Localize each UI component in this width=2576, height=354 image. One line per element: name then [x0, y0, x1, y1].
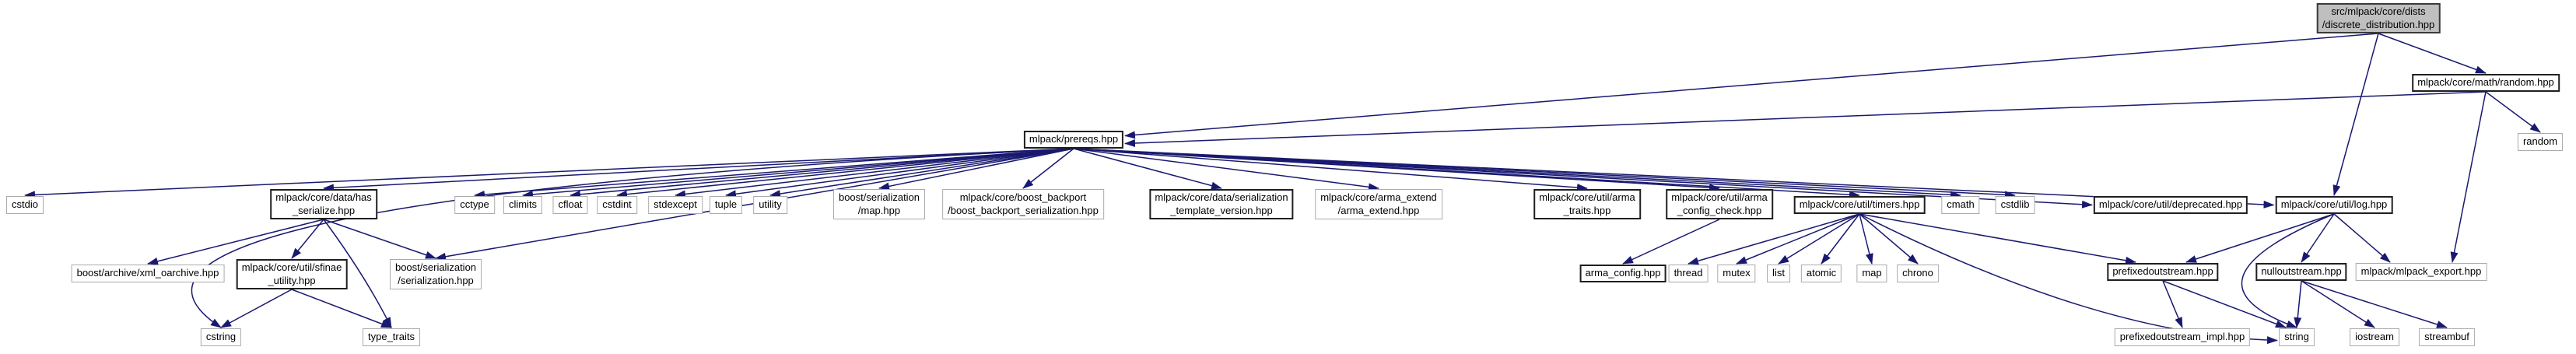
graph-node-arma_extend: mlpack/core/arma_extend /arma_extend.hpp [1315, 189, 1442, 220]
graph-node-prefixedoutstream[interactable]: prefixedoutstream.hpp [2107, 263, 2219, 281]
graph-node-cmath: cmath [1941, 196, 1980, 214]
include-edge-prereqs-to-utility [769, 148, 1074, 198]
include-edge-timers-to-atomic [1821, 213, 1860, 265]
include-edge-prereqs-to-boost_backport [1022, 148, 1074, 189]
graph-node-serial_template[interactable]: mlpack/core/data/serialization _template… [1149, 189, 1294, 220]
graph-node-boost_backport: mlpack/core/boost_backport /boost_backpo… [942, 189, 1104, 220]
graph-node-stdexcept: stdexcept [648, 196, 703, 214]
include-edge-prereqs-to-arma_extend [1073, 148, 1379, 191]
include-edge-prefixedoutstream-to-prefixed_impl [2162, 280, 2183, 328]
include-edge-prereqs-to-serial_template [1073, 148, 1222, 190]
include-edge-nulloutstream-to-iostream [2301, 280, 2375, 328]
include-edge-sfinae-to-type_traits [291, 289, 392, 328]
include-edge-prereqs-to-stdexcept [675, 148, 1074, 198]
include-edge-prereqs-to-cfloat [570, 148, 1074, 198]
graph-node-root: src/mlpack/core/dists /discrete_distribu… [2316, 3, 2441, 34]
graph-node-arma_config_check[interactable]: mlpack/core/util/arma _config_check.hpp [1666, 189, 1773, 220]
graph-node-cstdint: cstdint [597, 196, 637, 214]
graph-node-mlpack_export: mlpack/mlpack_export.hpp [2355, 263, 2487, 281]
include-edge-has_serialize-to-xml_oarchive [147, 219, 324, 265]
include-edge-timers-to-map [1859, 213, 1873, 265]
include-edge-timers-to-list [1778, 213, 1860, 265]
include-edge-prereqs-to-has_serialize [323, 148, 1074, 192]
include-edge-random_hpp-to-random_std [2485, 91, 2541, 133]
include-edge-prereqs-to-cstdio [24, 148, 1074, 199]
include-edge-log-to-mlpack_export [2333, 213, 2391, 263]
include-edge-timers-to-chrono [1859, 213, 1919, 265]
include-edge-prereqs-to-climits [522, 148, 1074, 198]
graph-node-cctype: cctype [454, 196, 495, 214]
include-edge-prefixedoutstream-to-string [2162, 280, 2287, 328]
include-edge-log-to-string [2241, 213, 2335, 328]
graph-node-log[interactable]: mlpack/core/util/log.hpp [2275, 196, 2393, 214]
include-edge-root-to-log [2332, 33, 2379, 196]
graph-node-serialization_hpp: boost/serialization /serialization.hpp [389, 259, 482, 290]
include-edge-prereqs-to-arma_traits [1073, 148, 1588, 191]
graph-node-random_std: random [2517, 133, 2564, 151]
graph-node-type_traits: type_traits [363, 328, 420, 346]
graph-node-atomic: atomic [1800, 265, 1842, 282]
graph-node-random_hpp[interactable]: mlpack/core/math/random.hpp [2412, 74, 2560, 92]
include-edge-arma_config_check-to-arma_config [1622, 219, 1720, 265]
graph-node-chrono: chrono [1897, 265, 1939, 282]
graph-node-nulloutstream[interactable]: nulloutstream.hpp [2255, 263, 2347, 281]
graph-node-utility: utility [753, 196, 787, 214]
include-edge-sfinae-to-cstring [220, 289, 293, 328]
graph-node-prefixed_impl: prefixedoutstream_impl.hpp [2114, 328, 2251, 346]
include-edge-prereqs-to-cstring [191, 148, 1074, 328]
include-edge-prereqs-to-cctype [474, 148, 1074, 198]
include-edge-random_hpp-to-prereqs [1124, 91, 2487, 148]
include-edge-timers-to-prefixedoutstream [1859, 213, 2136, 265]
graph-node-cfloat: cfloat [552, 196, 588, 214]
graph-node-xml_oarchive: boost/archive/xml_oarchive.hpp [71, 265, 225, 282]
graph-node-prereqs[interactable]: mlpack/prereqs.hpp [1023, 131, 1124, 149]
graph-node-arma_traits[interactable]: mlpack/core/util/arma _traits.hpp [1533, 189, 1641, 220]
graph-node-has_serialize[interactable]: mlpack/core/data/has _serialize.hpp [270, 189, 377, 220]
include-edge-has_serialize-to-serialization_hpp [323, 219, 436, 259]
include-edge-prereqs-to-boost_ser_map [878, 148, 1074, 191]
include-edge-nulloutstream-to-streambuf [2301, 280, 2448, 328]
graph-node-iostream: iostream [2350, 328, 2399, 346]
include-edge-prereqs-to-deprecated [1073, 148, 2093, 209]
include-edge-has_serialize-to-type_traits [323, 219, 392, 328]
include-edge-nulloutstream-to-string [2294, 280, 2302, 328]
include-edge-prereqs-to-cstdint [616, 148, 1074, 198]
graph-node-string: string [2279, 328, 2315, 346]
include-edge-root-to-prereqs [1124, 33, 2379, 139]
include-edge-prereqs-to-log [1073, 148, 2275, 209]
graph-node-cstdlib: cstdlib [1995, 196, 2035, 214]
graph-node-tuple: tuple [709, 196, 743, 214]
graph-node-list: list [1767, 265, 1790, 282]
include-edge-random_hpp-to-mlpack_export [2450, 91, 2487, 263]
include-edge-has_serialize-to-sfinae [291, 219, 324, 259]
graph-node-cstring: cstring [200, 328, 242, 346]
graph-node-map: map [1856, 265, 1887, 282]
graph-node-deprecated[interactable]: mlpack/core/util/deprecated.hpp [2093, 196, 2248, 214]
include-edge-timers-to-thread [1688, 213, 1860, 265]
graph-node-thread: thread [1668, 265, 1709, 282]
graph-node-streambuf: streambuf [2419, 328, 2475, 346]
include-edge-timers-to-mutex [1736, 213, 1860, 265]
graph-node-mutex: mutex [1717, 265, 1756, 282]
graph-node-sfinae[interactable]: mlpack/core/util/sfinae _utility.hpp [236, 259, 348, 290]
graph-node-boost_ser_map: boost/serialization /map.hpp [832, 189, 926, 220]
include-edge-root-to-random_hpp [2378, 33, 2487, 74]
graph-node-arma_config[interactable]: arma_config.hpp [1579, 265, 1667, 282]
graph-node-timers[interactable]: mlpack/core/util/timers.hpp [1793, 196, 1926, 214]
graph-node-cstdio: cstdio [6, 196, 44, 214]
include-edge-log-to-prefixedoutstream [2185, 213, 2335, 263]
include-edge-log-to-nulloutstream [2301, 213, 2335, 263]
graph-node-climits: climits [503, 196, 543, 214]
include-edge-prereqs-to-tuple [725, 148, 1074, 198]
